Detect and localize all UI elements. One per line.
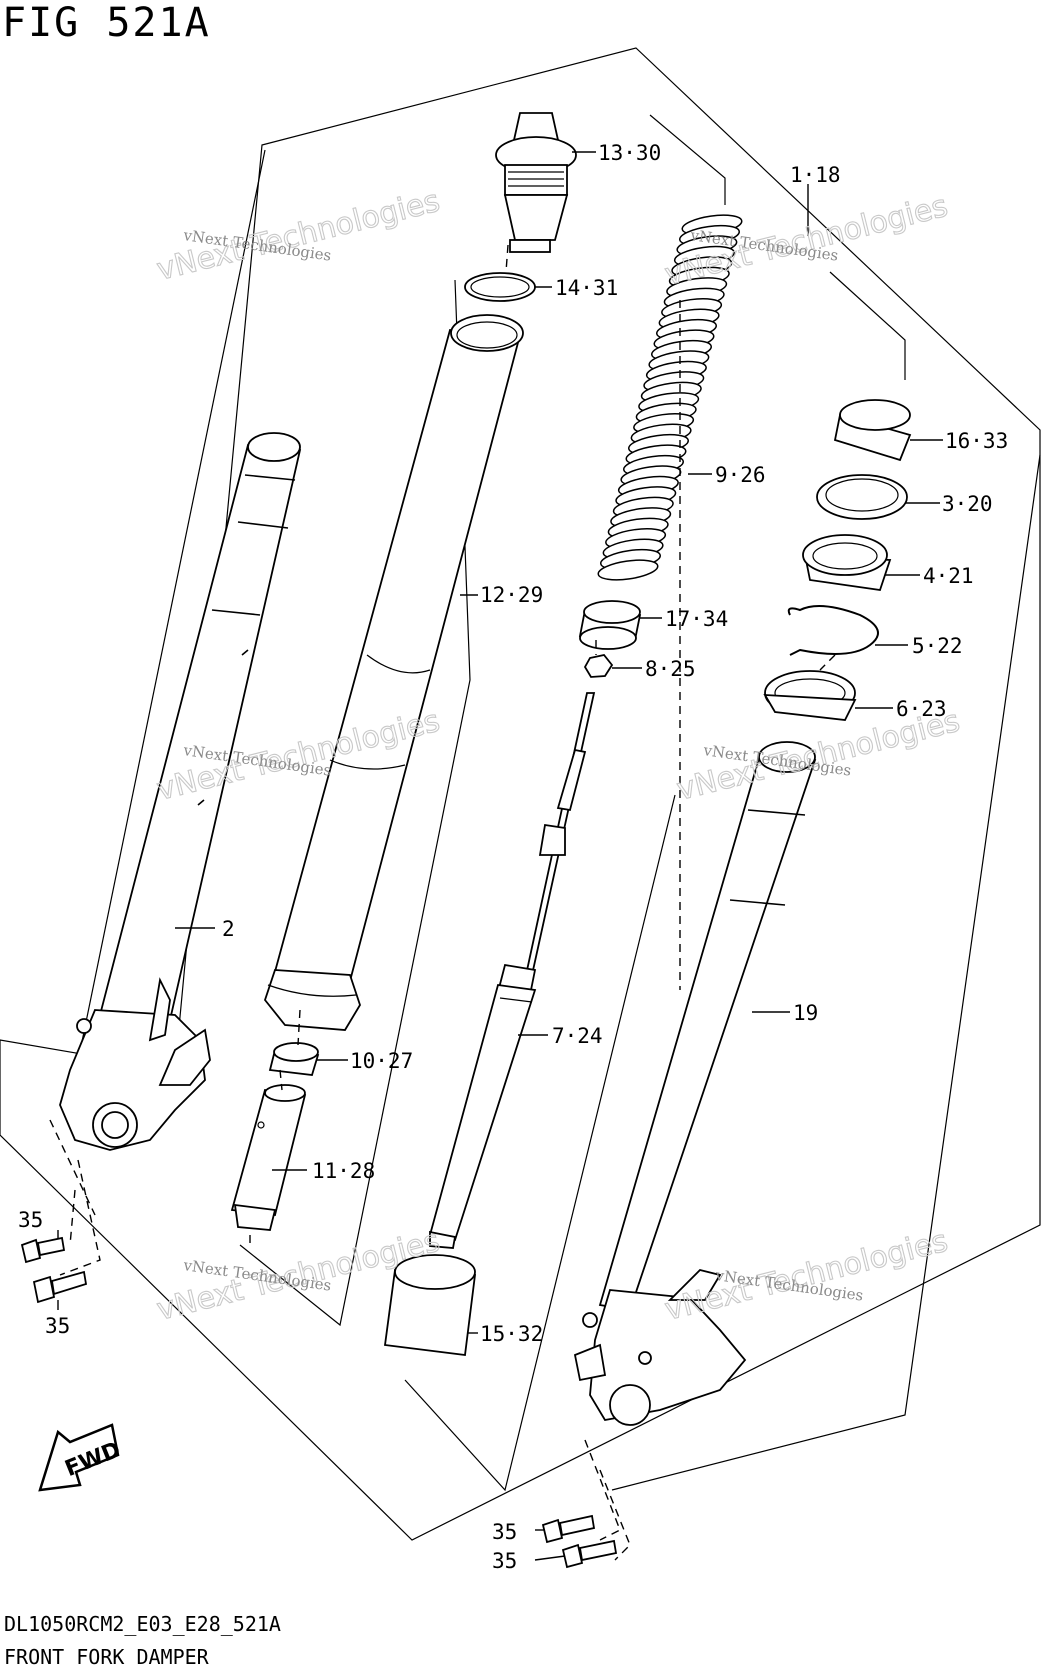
piston-11	[230, 1084, 307, 1231]
callout-13: 13·30	[598, 141, 661, 165]
callout-5: 5·22	[912, 634, 963, 658]
model-code: DL1050RCM2_E03_E28_521A	[4, 1612, 281, 1636]
callout-8: 8·25	[645, 657, 696, 681]
callout-15: 15·32	[480, 1322, 543, 1346]
cylinder-12	[263, 314, 524, 1031]
damper-outline	[649, 114, 726, 205]
stopper-ring-5	[787, 605, 879, 656]
sleeve-15	[383, 1254, 477, 1357]
dust-seal-6	[763, 670, 857, 721]
callout-7: 7·24	[552, 1024, 603, 1048]
callout-1: 1·18	[790, 163, 841, 187]
callout-9: 9·26	[715, 463, 766, 487]
callout-11: 11·28	[312, 1159, 375, 1183]
callout-10: 10·27	[350, 1049, 413, 1073]
leader-lines	[57, 151, 943, 1561]
callout-2: 2	[222, 917, 235, 941]
callout-6: 6·23	[896, 697, 947, 721]
spring-collar-17	[578, 600, 642, 650]
callout-3: 3·20	[942, 492, 993, 516]
damper-outline-2	[404, 794, 676, 1492]
callout-35c: 35	[492, 1520, 517, 1544]
callout-12: 12·29	[480, 583, 543, 607]
left-fork-outline	[69, 149, 266, 1101]
damper-rod-7	[428, 692, 596, 1249]
fwd-arrow-icon: FWD	[38, 1423, 124, 1492]
right-fork-outline-2	[611, 454, 1041, 1491]
spring-coil	[597, 559, 659, 581]
right-fork-outline	[829, 271, 906, 380]
callout-35b: 35	[45, 1314, 70, 1338]
bolt-35-c	[541, 1514, 596, 1544]
diagram-description: FRONT FORK DAMPER	[4, 1645, 209, 1669]
lock-nut-8	[583, 654, 614, 678]
callout-19: 19	[793, 1001, 818, 1025]
callout-16: 16·33	[945, 429, 1008, 453]
oil-seal-4	[802, 534, 892, 591]
callout-14: 14·31	[555, 276, 618, 300]
bolt-35-b	[32, 1270, 88, 1304]
callout-35d: 35	[492, 1549, 517, 1573]
bolt-35-a	[20, 1236, 66, 1264]
bushing-16	[833, 399, 912, 462]
washer-10	[268, 1042, 320, 1076]
fork-cap-bolt-13	[495, 112, 577, 253]
callout-17: 17·34	[665, 607, 728, 631]
callout-35a: 35	[18, 1208, 43, 1232]
fork-inner-tube-19	[573, 741, 817, 1426]
alignment-guides	[49, 244, 836, 1561]
bolt-35-d	[561, 1539, 618, 1569]
callout-4: 4·21	[923, 564, 974, 588]
assembly-outline	[0, 47, 1041, 1541]
washer-3	[816, 474, 908, 520]
callout-labels: 13·30 1·18 14·31 9·26 16·33 3·20 4·21 12…	[18, 141, 1008, 1573]
figure-title: FIG 521A	[2, 0, 211, 46]
fork-outer-tube-left	[59, 432, 302, 1151]
